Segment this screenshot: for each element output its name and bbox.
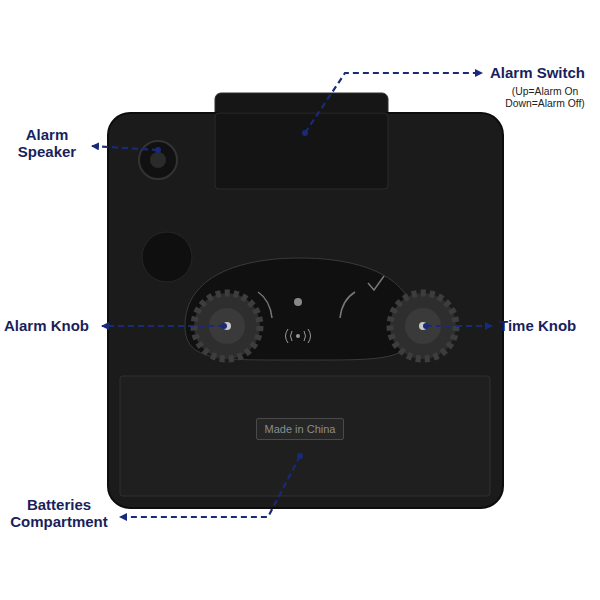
part-label: Alarm Knob (4, 317, 89, 334)
part-label: Batteries Compartment (2, 496, 116, 531)
leader-line (120, 456, 300, 517)
leader-line (102, 325, 224, 327)
part-label: Time Knob (499, 317, 576, 334)
leader-line (426, 325, 492, 327)
alarm-symbol (296, 334, 300, 338)
speaker-grille (139, 141, 177, 179)
alarm-symbol (286, 329, 311, 343)
label-plate: Made in China (256, 418, 345, 440)
check-mark (368, 276, 384, 290)
knob-panel (185, 258, 415, 360)
leader-line (92, 146, 158, 150)
time-knob-hub (405, 308, 441, 344)
leader-dot (221, 323, 227, 329)
speaker-center (150, 152, 166, 168)
switch-slider (215, 113, 388, 189)
note-text: (Up=Alarm On Down=Alarm Off) (493, 86, 597, 110)
leader-dot (155, 147, 161, 153)
plate-text: Made in China (265, 423, 336, 435)
alarm-switch (215, 93, 388, 193)
hanging-hole (142, 232, 192, 282)
direction-mark (258, 292, 272, 318)
indicator-dot (294, 298, 302, 306)
battery-cover (120, 376, 490, 496)
leader-dot (423, 323, 429, 329)
leader-dot (302, 130, 308, 136)
alarm-knob-hub (209, 308, 245, 344)
leader-line (305, 73, 482, 133)
part-label: Alarm Switch (490, 64, 585, 81)
direction-mark (340, 292, 355, 318)
leader-dot (297, 453, 303, 459)
part-label: Alarm Speaker (6, 126, 88, 161)
clock-body (108, 113, 503, 508)
